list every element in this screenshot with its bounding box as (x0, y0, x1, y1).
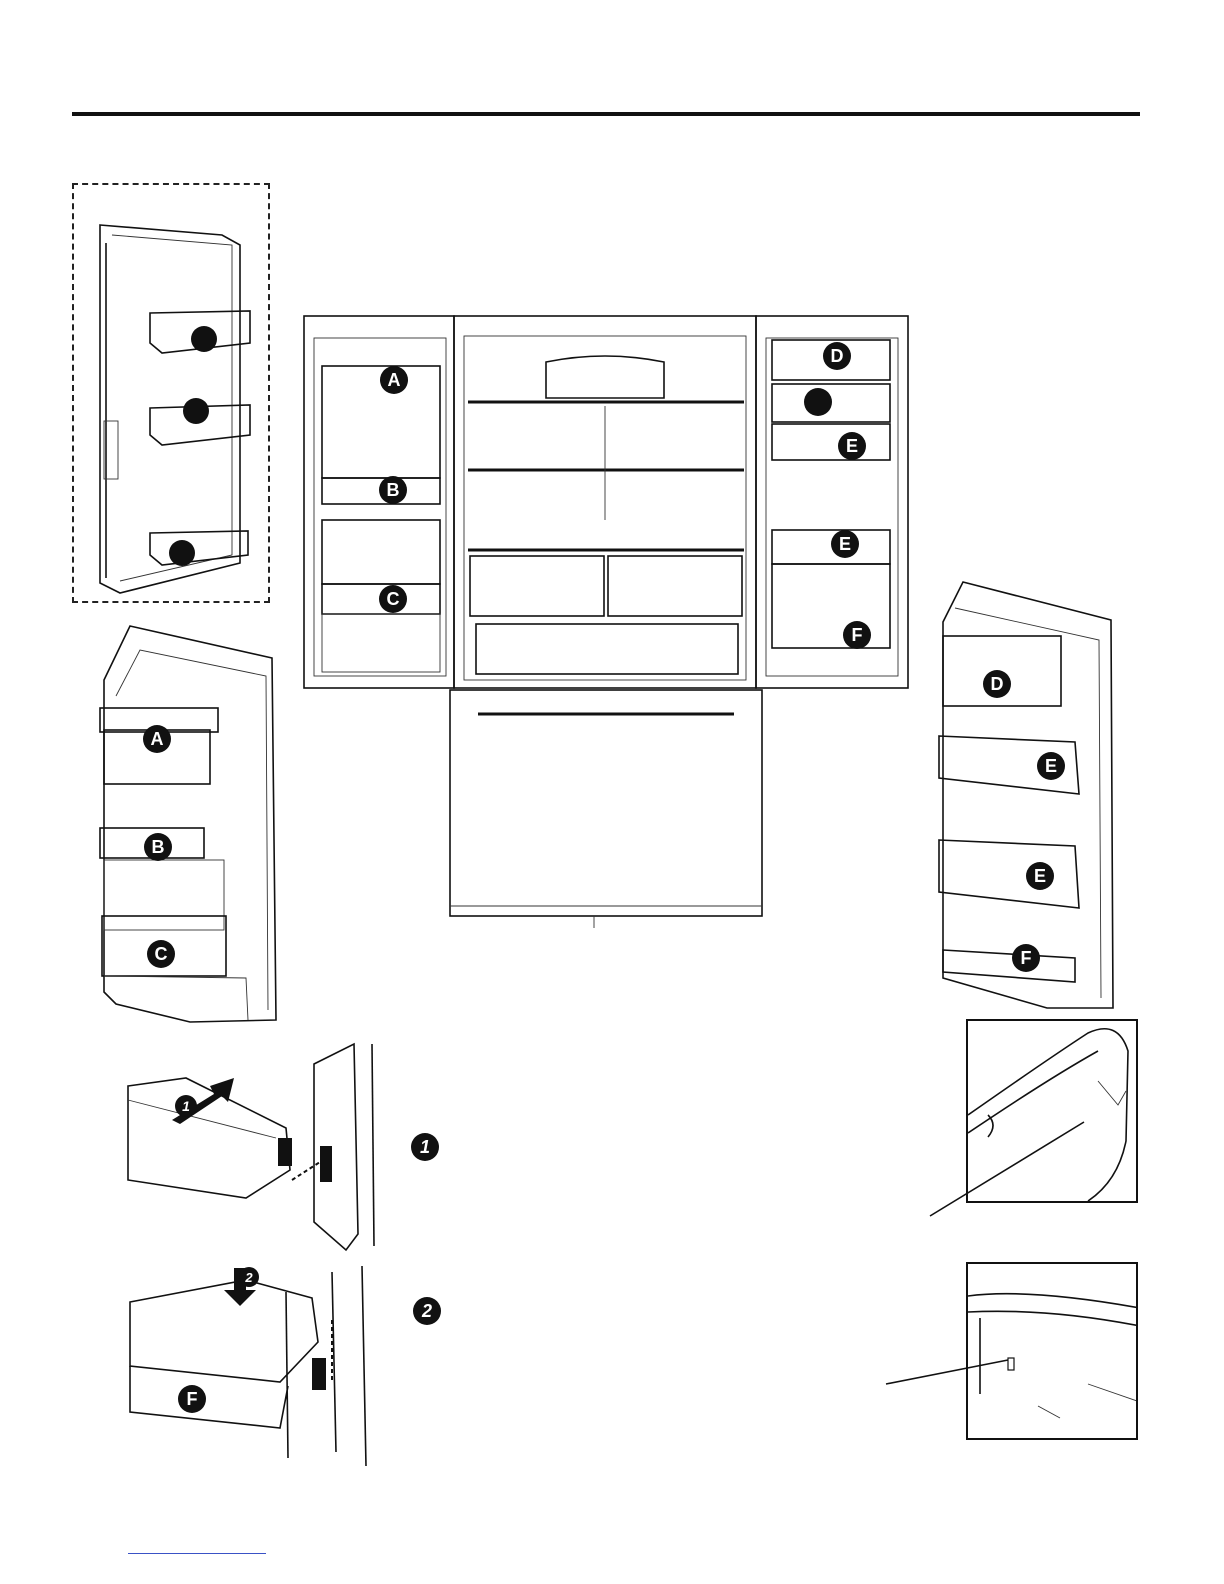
step-1-badge: 1 (410, 1132, 440, 1162)
footer-link-underline[interactable] (128, 1553, 266, 1554)
badge-b-left: B (143, 832, 173, 862)
svg-text:1: 1 (420, 1137, 430, 1157)
badge-e-right-2: E (1025, 861, 1055, 891)
svg-text:E: E (1034, 866, 1046, 886)
arrow-step-1-badge: 1 (174, 1094, 198, 1118)
badge-b-main: B (378, 475, 408, 505)
svg-text:F: F (852, 625, 863, 645)
badge-c-main: C (378, 584, 408, 614)
detail-bin-rim-leader (928, 1120, 1088, 1220)
svg-text:F: F (1021, 948, 1032, 968)
svg-text:D: D (831, 346, 844, 366)
inset-shelf-badge-1 (191, 326, 217, 352)
left-door-closeup (96, 622, 280, 1026)
detail-mounting-slot (966, 1262, 1138, 1440)
svg-text:2: 2 (244, 1270, 253, 1285)
svg-text:E: E (1045, 756, 1057, 776)
badge-f-step-2: F (177, 1384, 207, 1414)
step-2-illustration (126, 1262, 410, 1468)
svg-text:A: A (388, 370, 401, 390)
svg-text:E: E (839, 534, 851, 554)
detail-mounting-slot-leader (884, 1356, 1012, 1388)
svg-text:2: 2 (421, 1301, 432, 1321)
badge-d-main: D (822, 341, 852, 371)
badge-e-main-1: E (837, 431, 867, 461)
svg-text:A: A (151, 729, 164, 749)
badge-a-left: A (142, 724, 172, 754)
badge-a-main: A (379, 365, 409, 395)
inset-shelf-badge-2 (183, 398, 209, 424)
badge-f-main: F (842, 620, 872, 650)
svg-text:C: C (387, 589, 400, 609)
arrow-step-2-badge: 2 (238, 1266, 260, 1288)
badge-d-right: D (982, 669, 1012, 699)
badge-e-right-1: E (1036, 751, 1066, 781)
step-1-illustration (126, 1040, 410, 1252)
inset-shelf-badge-3 (169, 540, 195, 566)
badge-e-main-2: E (830, 529, 860, 559)
svg-text:B: B (387, 480, 400, 500)
svg-text:C: C (155, 944, 168, 964)
dispenser-door-drawing (72, 183, 270, 603)
badge-f-right: F (1011, 943, 1041, 973)
svg-text:F: F (187, 1389, 198, 1409)
svg-text:B: B (152, 837, 165, 857)
svg-text:1: 1 (182, 1098, 190, 1114)
svg-text:D: D (991, 674, 1004, 694)
header-rule (72, 112, 1140, 116)
badge-c-left: C (146, 939, 176, 969)
step-2-badge: 2 (412, 1296, 442, 1326)
badge-blank-main (803, 387, 833, 417)
detail-mounting-slot-drawing (968, 1264, 1138, 1440)
svg-text:E: E (846, 436, 858, 456)
